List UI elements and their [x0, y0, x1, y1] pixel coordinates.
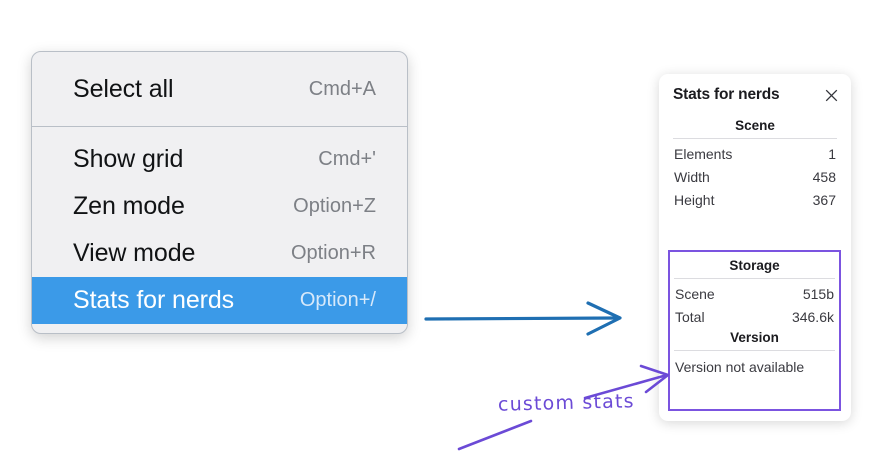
stat-label: Height: [674, 191, 715, 208]
menu-item-shortcut: Option+/: [299, 289, 376, 311]
menu-item-shortcut: Option+R: [290, 242, 376, 264]
storage-section: Storage Scene 515b Total 346.6k: [670, 256, 839, 328]
handwritten-note: custom stats: [497, 390, 636, 416]
menu-item-label: Zen mode: [73, 192, 185, 220]
stat-value: 346.6k: [791, 308, 834, 325]
menu-item-view-mode[interactable]: View mode Option+R: [32, 230, 407, 277]
stat-row: Height 367: [669, 188, 841, 211]
stat-value: 515b: [802, 285, 834, 302]
menu-item-select-all[interactable]: Select all Cmd+A: [32, 66, 407, 113]
scene-heading: Scene: [735, 118, 775, 133]
menu-divider: [32, 126, 407, 127]
stat-row: Width 458: [669, 165, 841, 188]
custom-stats-content: Storage Scene 515b Total 346.6k Version …: [668, 250, 841, 411]
section-divider: [674, 278, 835, 279]
scene-section: Scene Elements 1 Width 458 Height 367: [669, 116, 841, 211]
section-divider: [674, 350, 835, 351]
storage-heading: Storage: [729, 258, 780, 273]
menu-item-zen-mode[interactable]: Zen mode Option+Z: [32, 183, 407, 230]
section-divider: [673, 138, 837, 139]
menu-item-label: View mode: [73, 239, 196, 267]
menu-item-shortcut: Cmd+A: [308, 78, 376, 100]
panel-header: Stats for nerds: [669, 86, 841, 104]
stat-row: Total 346.6k: [670, 305, 839, 328]
stat-label: Width: [674, 168, 710, 185]
stat-value: 1: [828, 145, 836, 162]
menu-item-shortcut: Cmd+': [318, 148, 376, 170]
menu-group-1: Select all Cmd+A: [32, 52, 407, 126]
blue-arrow-annotation: [424, 301, 622, 336]
close-icon[interactable]: [823, 87, 839, 103]
version-heading: Version: [730, 330, 779, 345]
stat-label: Total: [675, 308, 705, 325]
purple-underline-annotation: [457, 419, 533, 451]
menu-item-label: Show grid: [73, 145, 184, 173]
menu-item-stats-for-nerds[interactable]: Stats for nerds Option+/: [32, 277, 407, 324]
stat-row: Scene 515b: [670, 282, 839, 305]
version-text: Version not available: [675, 359, 805, 375]
stat-value: 367: [812, 191, 836, 208]
stats-for-nerds-panel[interactable]: Stats for nerds Scene Elements 1 Width 4…: [659, 74, 851, 421]
stat-value: 458: [812, 168, 836, 185]
panel-title: Stats for nerds: [673, 86, 780, 103]
version-section: Version Version not available: [670, 328, 839, 377]
stat-row: Elements 1: [669, 142, 841, 165]
context-menu[interactable]: Select all Cmd+A Show grid Cmd+' Zen mod…: [31, 51, 408, 334]
menu-item-show-grid[interactable]: Show grid Cmd+': [32, 136, 407, 183]
menu-item-shortcut: Option+Z: [293, 195, 376, 217]
stat-label: Scene: [675, 285, 715, 302]
menu-item-label: Select all: [73, 75, 174, 103]
stat-label: Elements: [674, 145, 733, 162]
menu-item-label: Stats for nerds: [73, 286, 235, 314]
menu-group-2: Show grid Cmd+' Zen mode Option+Z View m…: [32, 127, 407, 333]
